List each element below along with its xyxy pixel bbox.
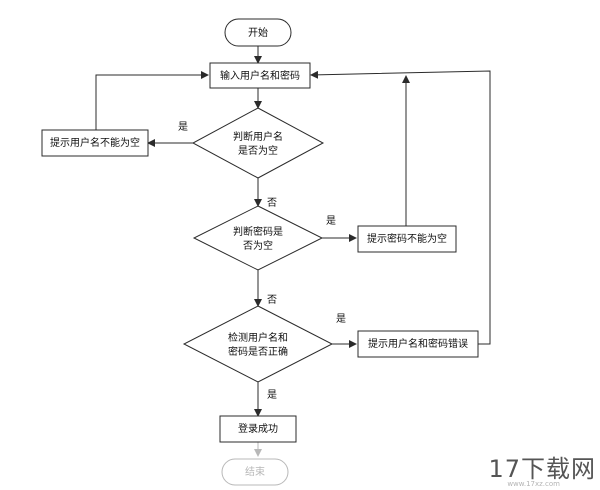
node-login-success: 登录成功	[219, 415, 297, 443]
node-credentials-error-msg: 提示用户名和密码错误	[357, 330, 479, 358]
check-password-label-line2: 否为空	[243, 239, 273, 252]
input-credentials-label: 输入用户名和密码	[220, 69, 300, 82]
password-empty-msg-label: 提示密码不能为空	[367, 232, 447, 245]
verify-label-line1: 检测用户名和	[228, 331, 288, 344]
node-password-empty-msg: 提示密码不能为空	[357, 225, 457, 253]
label-username-no: 否	[267, 197, 277, 209]
check-username-label-line1: 判断用户名	[233, 130, 283, 143]
process-shape	[357, 330, 479, 358]
edge-error-msg-back-to-input	[310, 70, 491, 345]
verify-label-line2: 密码是否正确	[228, 345, 288, 358]
label-password-no: 否	[267, 294, 277, 306]
start-label: 开始	[248, 26, 268, 39]
credentials-error-msg-label: 提示用户名和密码错误	[368, 337, 468, 350]
watermark-logo: 17下载网	[488, 455, 596, 483]
end-label: 结束	[245, 465, 265, 478]
terminator-shape	[224, 18, 292, 47]
node-check-password: 判断密码是 否为空	[192, 205, 324, 271]
node-input-credentials: 输入用户名和密码	[209, 62, 311, 89]
username-empty-msg-label: 提示用户名不能为空	[50, 136, 140, 149]
edges	[95, 46, 491, 457]
node-end: 结束	[221, 458, 289, 486]
label-verify-yes-error: 是	[336, 313, 346, 325]
edge-username-msg-back-to-input	[95, 71, 209, 130]
decision-shape	[192, 205, 324, 271]
label-username-yes: 是	[178, 121, 188, 133]
node-verify-credentials: 检测用户名和 密码是否正确	[182, 305, 334, 383]
process-shape	[41, 129, 149, 157]
label-verify-yes-success: 是	[267, 389, 277, 401]
check-username-label-line2: 是否为空	[238, 144, 278, 157]
login-success-label: 登录成功	[238, 422, 278, 435]
label-password-yes: 是	[326, 215, 336, 227]
check-password-label-line1: 判断密码是	[233, 225, 283, 238]
process-shape	[209, 62, 311, 89]
node-start: 开始	[224, 18, 292, 47]
node-check-username: 判断用户名 是否为空	[191, 107, 325, 179]
decision-shape	[191, 107, 325, 179]
decision-shape	[182, 305, 334, 383]
watermark-url: www.17xz.com	[507, 480, 560, 488]
node-username-empty-msg: 提示用户名不能为空	[41, 129, 149, 157]
edge-labels: 是 否 是 否 是 是	[178, 121, 346, 401]
terminator-shape	[221, 458, 289, 486]
process-shape	[357, 225, 457, 253]
process-shape	[219, 415, 297, 443]
